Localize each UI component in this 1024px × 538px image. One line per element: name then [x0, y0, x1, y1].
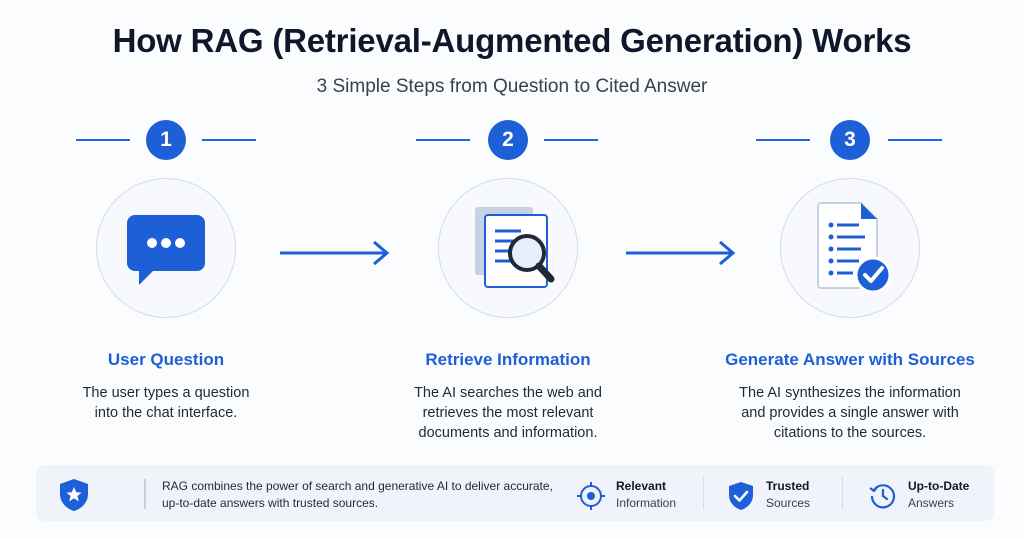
- footer-note-line: up-to-date answers with trusted sources.: [162, 496, 379, 510]
- step-1-number-badge: 1: [146, 120, 186, 160]
- feature-subtitle: Information: [616, 496, 677, 510]
- document-search-icon: [475, 207, 555, 288]
- step-1-icon-circle: [96, 178, 236, 318]
- footer-panel: RAG combines the power of search and gen…: [36, 465, 994, 521]
- step-3-title: Generate Answer with Sources: [725, 350, 975, 369]
- badge-line-right: [888, 139, 942, 141]
- shield-star-icon: [60, 479, 88, 511]
- badge-line-left: [76, 139, 130, 141]
- step-1-badge-row: 1: [16, 118, 316, 162]
- step-2-description-line: retrieves the most relevant: [422, 405, 594, 421]
- step-3-description-line: citations to the sources.: [773, 425, 927, 441]
- step-2-description-line: The AI searches the web and: [414, 385, 602, 401]
- page-title: How RAG (Retrieval-Augmented Generation)…: [112, 22, 912, 59]
- footer-note: RAG combines the power of search and gen…: [162, 478, 582, 512]
- step-3-description-line: The AI synthesizes the information: [739, 385, 961, 401]
- step-2: 2 Retrieve Information The AI searches t…: [358, 118, 658, 441]
- step-2-icon-circle: [438, 178, 578, 318]
- feature-title: Up-to-Date: [908, 479, 970, 493]
- footer-note-line: RAG combines the power of search and gen…: [162, 479, 553, 493]
- step-2-badge-row: 2: [358, 118, 658, 162]
- step-3-description-line: and provides a single answer with: [741, 405, 959, 421]
- feature-subtitle: Sources: [766, 496, 811, 510]
- step-1-description-line: The user types a question: [82, 385, 250, 401]
- feature-separator: [703, 477, 704, 509]
- badge-line-right: [544, 139, 598, 141]
- target-icon: [577, 482, 605, 510]
- step-3-number-badge: 3: [830, 120, 870, 160]
- clock-history-icon: [869, 484, 896, 509]
- arrow-right-icon: [626, 240, 736, 266]
- step-2-description-line: documents and information.: [418, 425, 598, 441]
- step-1-description: The user types a question into the chat …: [16, 383, 316, 423]
- step-3-badge-row: 3: [700, 118, 1000, 162]
- arrow-right-icon: [280, 240, 390, 266]
- step-2-number-badge: 2: [488, 120, 528, 160]
- page-subtitle: 3 Simple Steps from Question to Cited An…: [316, 76, 708, 97]
- feature-title: Trusted: [766, 479, 810, 493]
- shield-check-icon: [729, 482, 753, 510]
- step-3-description: The AI synthesizes the information and p…: [700, 383, 1000, 443]
- feature-separator: [842, 477, 843, 509]
- badge-line-right: [202, 139, 256, 141]
- step-1-title: User Question: [107, 350, 225, 369]
- step-1-description-line: into the chat interface.: [94, 405, 238, 421]
- chat-bubble-icon: [127, 215, 205, 285]
- step-2-description: The AI searches the web and retrieves th…: [358, 383, 658, 443]
- badge-line-left: [416, 139, 470, 141]
- feature-title: Relevant: [616, 479, 667, 493]
- step-3: 3 Generate Answer with Sources The AI sy…: [700, 118, 1000, 441]
- step-3-icon-circle: [780, 178, 920, 318]
- footer-divider: [144, 479, 146, 509]
- badge-line-left: [756, 139, 810, 141]
- document-check-icon: [817, 202, 892, 294]
- step-1: 1 User Question The user types a questio…: [16, 118, 316, 421]
- step-2-title: Retrieve Information: [425, 350, 591, 369]
- feature-subtitle: Answers: [908, 496, 955, 510]
